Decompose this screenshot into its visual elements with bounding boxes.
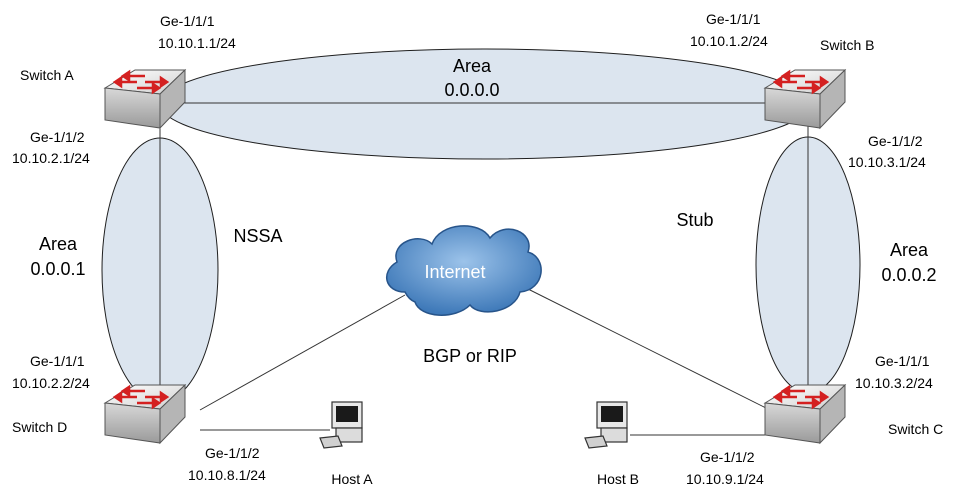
- area-right-label: Area: [890, 240, 929, 260]
- switch-b-ip2: 10.10.3.1/24: [848, 154, 926, 170]
- area-right-type: Stub: [676, 210, 713, 230]
- switch-b-icon: [763, 68, 847, 130]
- switch-a-ip1: 10.10.1.1/24: [158, 35, 236, 51]
- switch-c-ip1: 10.10.3.2/24: [855, 375, 933, 391]
- link-internet-c: [519, 284, 771, 411]
- switch-c-port1: Ge-1/1/1: [875, 353, 930, 369]
- links: [159, 102, 809, 436]
- switch-d-ip1: 10.10.2.2/24: [12, 375, 90, 391]
- protocol-label: BGP or RIP: [423, 346, 517, 366]
- area-left-type: NSSA: [233, 226, 282, 246]
- area-backbone-label: Area: [453, 56, 492, 76]
- switch-c-port2: Ge-1/1/2: [700, 449, 755, 465]
- switch-a-port2: Ge-1/1/2: [30, 129, 85, 145]
- switch-b-port1: Ge-1/1/1: [706, 11, 761, 27]
- switch-d-name: Switch D: [12, 419, 67, 435]
- switch-a-ip2: 10.10.2.1/24: [12, 150, 90, 166]
- host-a-label: Host A: [331, 471, 373, 487]
- switch-a-name: Switch A: [20, 67, 74, 83]
- switch-d-port2: Ge-1/1/2: [205, 445, 260, 461]
- switch-c-icon: [763, 383, 847, 445]
- switch-a-port1: Ge-1/1/1: [160, 13, 215, 29]
- area-backbone-id: 0.0.0.0: [444, 80, 499, 100]
- switch-c-ip2: 10.10.9.1/24: [686, 471, 764, 487]
- host-a-icon: [319, 401, 363, 449]
- area-right-id: 0.0.0.2: [881, 265, 936, 285]
- switch-d-ip2: 10.10.8.1/24: [188, 467, 266, 483]
- switch-d-icon: [103, 383, 187, 445]
- host-b-label: Host B: [597, 471, 639, 487]
- link-d-internet: [199, 294, 406, 411]
- switch-c-name: Switch C: [888, 421, 943, 437]
- switch-b-name: Switch B: [820, 37, 874, 53]
- switch-d-port1: Ge-1/1/1: [30, 353, 85, 369]
- host-b-icon: [584, 401, 628, 449]
- area-left-label: Area: [39, 234, 78, 254]
- switch-b-ip1: 10.10.1.2/24: [690, 33, 768, 49]
- internet-cloud-icon: [386, 225, 542, 316]
- switch-b-port2: Ge-1/1/2: [868, 133, 923, 149]
- area-left-id: 0.0.0.1: [30, 259, 85, 279]
- internet-label: Internet: [424, 262, 485, 282]
